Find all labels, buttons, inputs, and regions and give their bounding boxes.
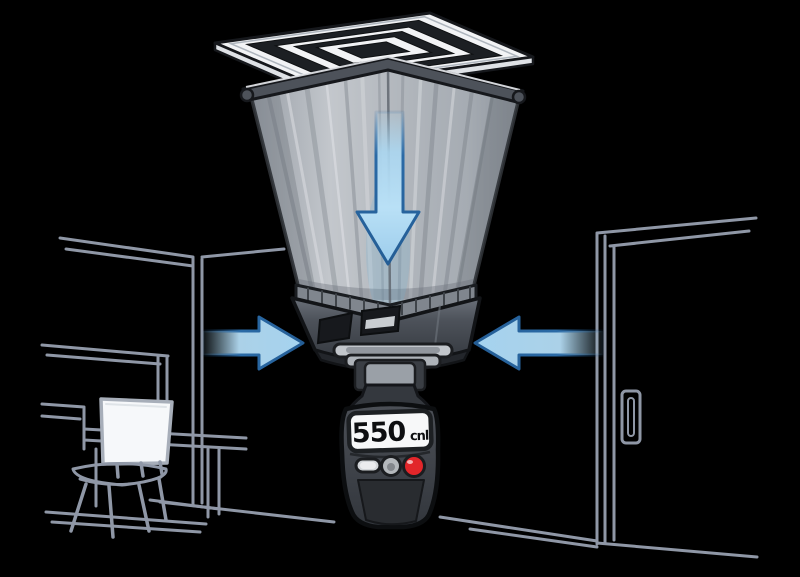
hood-rim-cap-right [511,89,527,105]
meter-bottom-panel [357,479,425,526]
airflow-down-arrow [355,110,421,266]
mount-plate-inset [346,347,440,353]
base-ridge [434,304,441,347]
easel-frame [40,343,170,433]
wall-corner-lines [58,236,286,507]
floor-lines-right [438,515,759,559]
left-wall-corner [58,236,286,507]
hood-shade-right [455,88,520,291]
power-button-glint [407,460,413,464]
meter-display: 550 cnl [346,408,434,454]
diffuser-vent-rings [244,19,504,81]
door-handle [620,389,642,445]
diffuser-inner-line [228,15,520,85]
display-bezel [346,408,434,454]
base-slot-left [316,311,354,345]
flow-meter: 550 cnl [339,383,441,530]
stem [363,361,417,389]
base-slot-highlight [365,316,395,329]
door-handle-slot [627,397,635,437]
pill-button-face [360,462,376,469]
display-value: 550 [351,416,406,449]
hood-rim-highlight [245,55,521,91]
chair [69,460,168,539]
display-unit: cnl [410,429,429,445]
door [595,216,758,546]
hood-shade-left [250,86,316,292]
chair-seat [71,462,168,487]
airflow-arrows [201,110,605,371]
whiteboard-shade [105,403,167,408]
airflow-in-left-arrow [201,315,305,371]
meter-buttons [354,454,426,478]
door-frame [595,216,758,546]
hood-rim-cap-left [239,87,255,103]
floor-lines-left [44,500,336,534]
whiteboard-panel [99,397,174,466]
round-button-dot [387,463,395,471]
power-button [402,454,426,478]
chair-legs [69,460,168,539]
room-sketch [40,216,759,559]
display-readout: 550 cnl [351,416,429,450]
airflow-in-right-arrow [473,315,605,371]
easel-lines [40,343,170,433]
